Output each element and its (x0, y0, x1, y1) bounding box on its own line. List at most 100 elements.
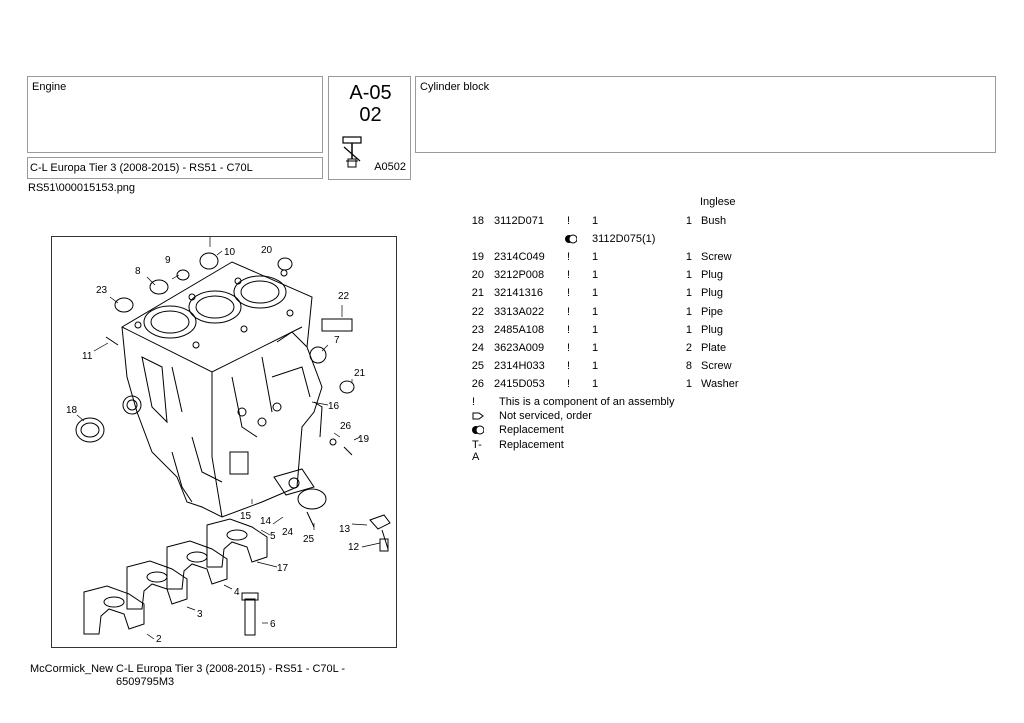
parts-cell-qty2: 1 (685, 287, 692, 300)
section-label: Engine (32, 81, 67, 93)
callout-12: 12 (348, 542, 360, 553)
parts-cell-desc: Plug (701, 269, 724, 282)
callout-19: 19 (358, 434, 370, 445)
file-name: RS51\000015153.png (28, 182, 136, 194)
parts-cell-qty2: 2 (685, 341, 692, 354)
callout-6: 6 (270, 619, 276, 630)
callout-23: 23 (96, 285, 108, 296)
parts-cell-qty2: 1 (685, 215, 692, 227)
section-box: Engine (27, 76, 323, 153)
code-box: A-05 02 A0502 (328, 76, 411, 180)
parts-cell-qty2: 8 (685, 359, 692, 372)
parts-cell-pos: 25 (471, 359, 484, 372)
parts-cell-flag: ! (567, 341, 571, 354)
parts-cell-qty1: 1 (592, 341, 599, 354)
callout-4: 4 (234, 587, 240, 598)
legend-text: This is a component of an assembly (499, 396, 675, 408)
code-top: A-05 (349, 82, 392, 104)
parts-cell-desc: Plug (701, 323, 724, 336)
parts-cell-code: 2314C049 (494, 251, 545, 264)
parts-cell-flag: ! (567, 323, 571, 336)
parts-cell-qty2: 1 (685, 377, 692, 390)
parts-cell-flag: ! (567, 287, 571, 300)
parts-cell-desc: Bush (701, 215, 727, 227)
callout-5: 5 (270, 531, 276, 542)
callout-18: 18 (66, 405, 78, 416)
parts-cell-flag: ! (567, 215, 571, 227)
parts-cell-flag: ! (567, 305, 571, 318)
callout-13: 13 (339, 524, 351, 535)
callout-3: 3 (197, 609, 203, 620)
parts-cell-qty2: 1 (685, 269, 692, 282)
footer-model: C-L Europa Tier 3 (2008-2015) - RS51 - C… (116, 663, 346, 688)
cylinder-block-illustration: 1 2 3 4 5 6 7 8 9 10 11 12 13 14 15 16 1… (66, 221, 391, 645)
parts-cell-qty1: 1 (592, 215, 599, 227)
parts-cell-code: 3313A022 (494, 305, 545, 318)
callout-24: 24 (282, 527, 294, 538)
callout-16: 16 (328, 401, 340, 412)
parts-cell-pos: 23 (471, 323, 484, 336)
parts-cell-code: 2485A108 (494, 323, 545, 336)
parts-cell-qty1: 3112D075(1) (592, 233, 656, 246)
parts-cell-pos: 18 (471, 215, 484, 227)
assembly-marker: ! (472, 396, 476, 408)
parts-cell-code: 3212P008 (494, 269, 545, 282)
callout-20: 20 (261, 245, 273, 256)
parts-cell-qty1: 1 (592, 251, 599, 264)
title-box: Cylinder block (415, 76, 996, 153)
parts-cell-flag: ! (567, 251, 571, 264)
callout-10: 10 (224, 247, 236, 258)
parts-cell-code: 2314H033 (494, 359, 545, 372)
legend-text: Replacement (499, 424, 564, 437)
parts-cell-pos: 21 (471, 287, 484, 300)
parts-cell-desc: Plate (701, 341, 727, 354)
legend-text: Not serviced, order (499, 410, 592, 423)
parts-cell-qty2: 1 (685, 323, 692, 336)
callout-7: 7 (334, 335, 340, 346)
parts-cell-code: 32141316 (494, 287, 543, 300)
exploded-diagram: 1 2 3 4 5 6 7 8 9 10 11 12 13 14 15 16 1… (51, 221, 397, 648)
parts-cell-qty1: 1 (592, 323, 599, 336)
replacement-icon (565, 234, 578, 247)
parts-cell-qty2: 1 (685, 251, 692, 264)
callout-8: 8 (135, 266, 141, 277)
parts-cell-qty1: 1 (592, 359, 599, 372)
parts-cell-code: 3623A009 (494, 341, 545, 354)
parts-cell-pos: 26 (471, 377, 484, 390)
footer-brand: McCormick_New (30, 663, 114, 675)
parts-cell-pos: 24 (471, 341, 484, 354)
parts-cell-desc: Washer (701, 377, 739, 390)
parts-cell-qty1: 1 (592, 287, 599, 300)
callout-25: 25 (303, 534, 315, 545)
code-small: A0502 (374, 161, 406, 173)
parts-cell-pos: 20 (471, 269, 484, 282)
parts-cell-qty1: 1 (592, 377, 599, 390)
parts-cell-desc: Plug (701, 287, 724, 300)
parts-cell-desc: Screw (701, 251, 732, 264)
parts-cell-flag: ! (567, 359, 571, 372)
callout-17: 17 (277, 563, 289, 574)
replacement-icon (472, 425, 486, 438)
model-box: C-L Europa Tier 3 (2008-2015) - RS51 - C… (27, 157, 323, 179)
parts-cell-desc: Pipe (701, 305, 724, 318)
callout-2: 2 (156, 634, 162, 645)
parts-cell-code: 2415D053 (494, 377, 545, 390)
callout-26: 26 (340, 421, 352, 432)
language-label: Inglese (700, 196, 736, 208)
not-serviced-icon (472, 411, 486, 424)
ta-marker: T-A (472, 438, 482, 463)
parts-cell-pos: 22 (471, 305, 484, 318)
parts-cell-pos: 19 (471, 251, 484, 264)
code-bottom: 02 (359, 104, 382, 126)
parts-cell-qty1: 1 (592, 269, 599, 282)
callout-11: 11 (82, 351, 93, 362)
legend-text: Replacement (499, 438, 564, 451)
parts-cell-code: 3112D071 (494, 215, 544, 227)
parts-cell-flag: ! (567, 377, 571, 390)
callout-14: 14 (260, 516, 272, 527)
parts-cell-qty2: 1 (685, 305, 692, 318)
parts-cell-qty1: 1 (592, 305, 599, 318)
callout-21: 21 (354, 368, 366, 379)
engine-part-icon (342, 136, 362, 168)
model-label: C-L Europa Tier 3 (2008-2015) - RS51 - C… (30, 162, 253, 174)
